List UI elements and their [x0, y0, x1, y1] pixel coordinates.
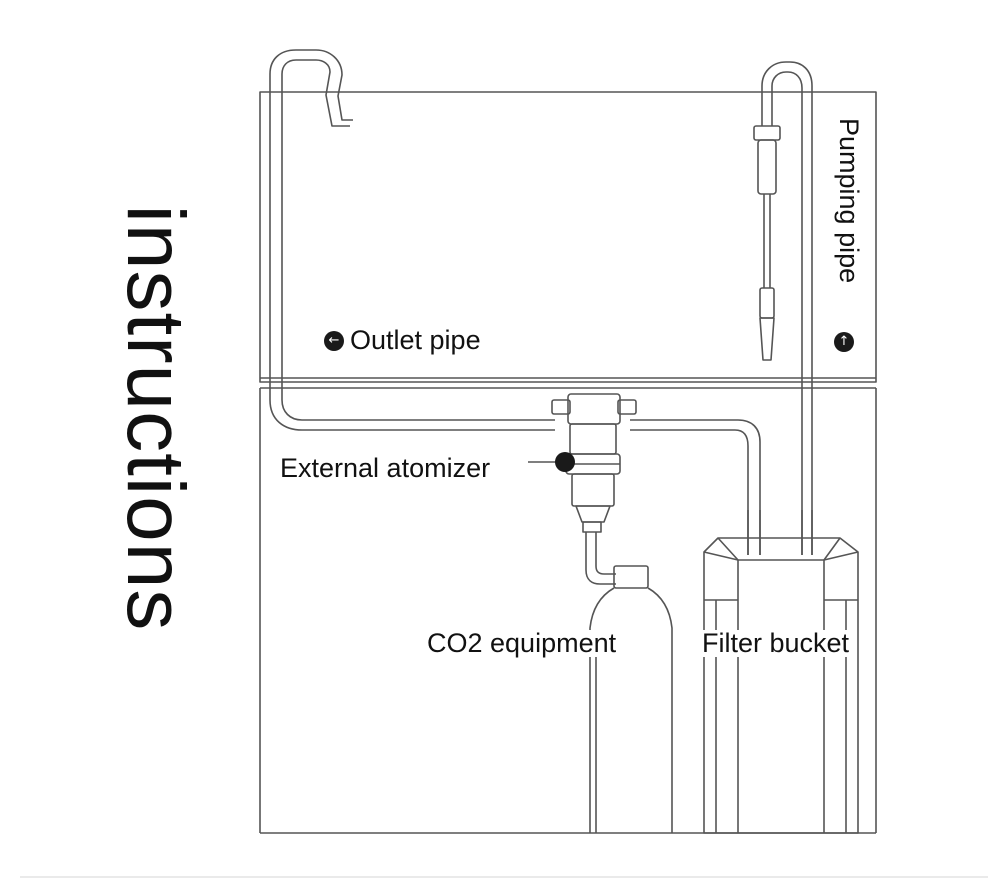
filter-bucket [703, 537, 859, 834]
external-atomizer-label: External atomizer [280, 453, 491, 483]
co2-cylinder [589, 565, 673, 833]
filter-inlets [747, 510, 813, 555]
page-title: instructions [110, 204, 201, 632]
atomizer-body [565, 423, 621, 533]
outlet-pipe [269, 49, 761, 555]
filter-bucket-label: Filter bucket [702, 628, 850, 658]
filled-dot-icon [555, 452, 575, 472]
co2-equipment-label: CO2 equipment [427, 628, 617, 658]
aquarium-tank [259, 91, 877, 389]
pumping-pipe-label: Pumping pipe [834, 118, 864, 284]
up-arrow-circle-icon: ↑ [834, 332, 854, 352]
pumping-pipe [753, 61, 813, 555]
co2-hose [585, 532, 616, 585]
left-arrow-circle-icon: ← [324, 331, 344, 351]
outlet-pipe-label: Outlet pipe [350, 325, 481, 355]
tee-fitting [551, 393, 637, 425]
